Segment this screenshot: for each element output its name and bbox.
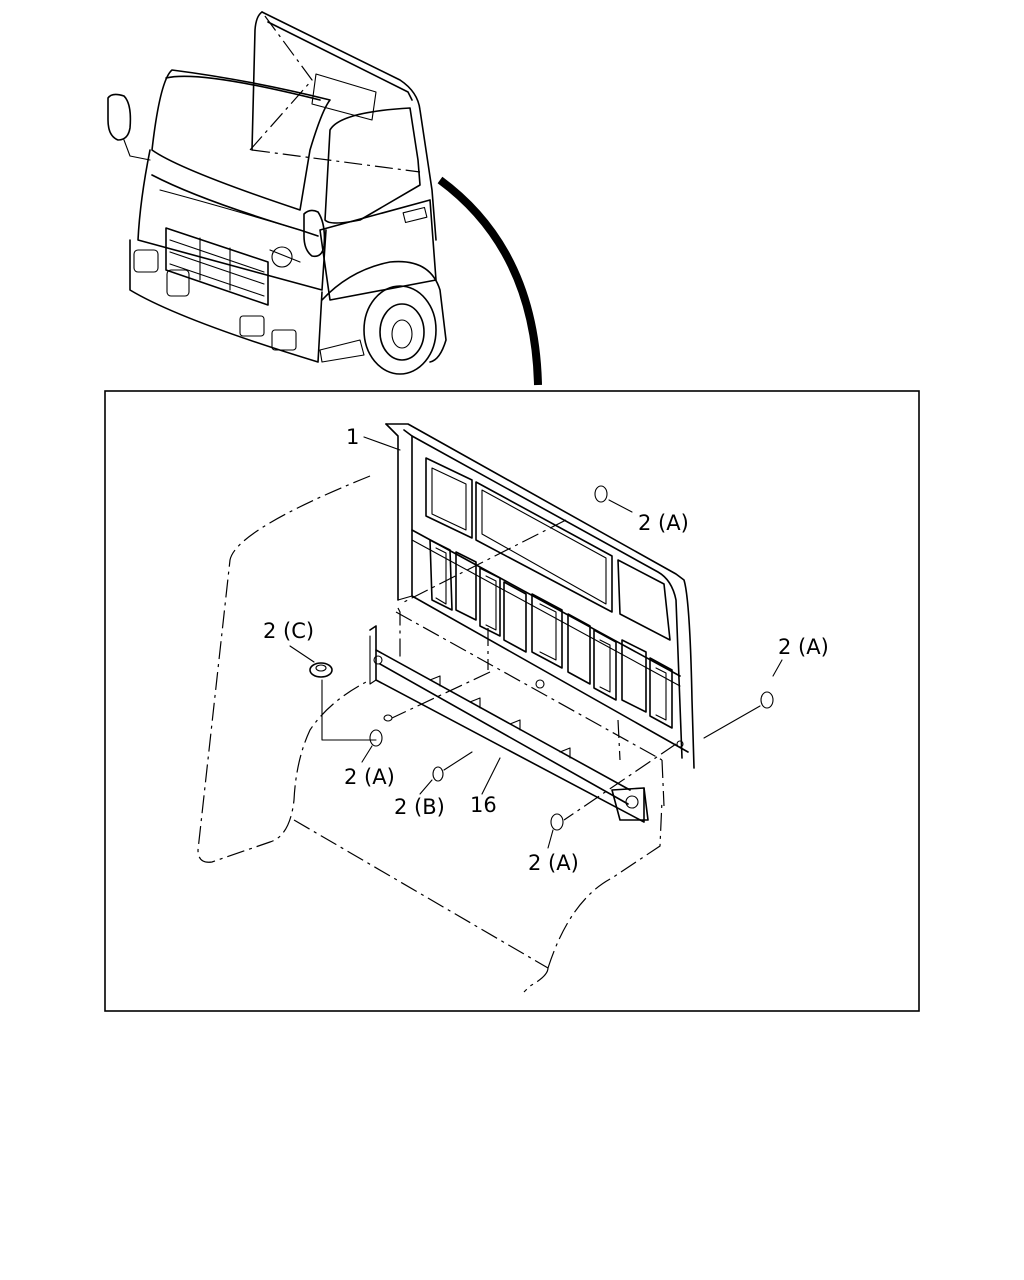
detail-frame [104, 390, 920, 1012]
callout-part-16: 16 [470, 793, 497, 817]
callout-clip-b: 2 (B) [394, 795, 445, 819]
callout-part-1: 1 [346, 425, 359, 449]
callout-clip-a-left: 2 (A) [344, 765, 395, 789]
floor-bracket: 16 [369, 625, 649, 823]
callout-clip-a-top: 2 (A) [638, 511, 689, 535]
callout-clip-a-right: 2 (A) [778, 635, 829, 659]
clip-bottom: 2 (A) [528, 813, 579, 875]
clip-top: 2 (A) [594, 485, 689, 535]
clip-c: 2 (C) [263, 619, 377, 741]
clip-b: 2 (B) [394, 751, 473, 819]
phantom-lines [197, 475, 677, 993]
panel-ribs [429, 539, 673, 729]
callout-clip-a-bottom: 2 (A) [528, 851, 579, 875]
truck-cab-illustration [107, 11, 542, 386]
clip-right: 2 (A) [703, 635, 829, 739]
rear-panel-assembly: 1 [346, 423, 695, 769]
clip-left: 2 (A) [344, 714, 395, 789]
callout-clip-c: 2 (C) [263, 619, 314, 643]
